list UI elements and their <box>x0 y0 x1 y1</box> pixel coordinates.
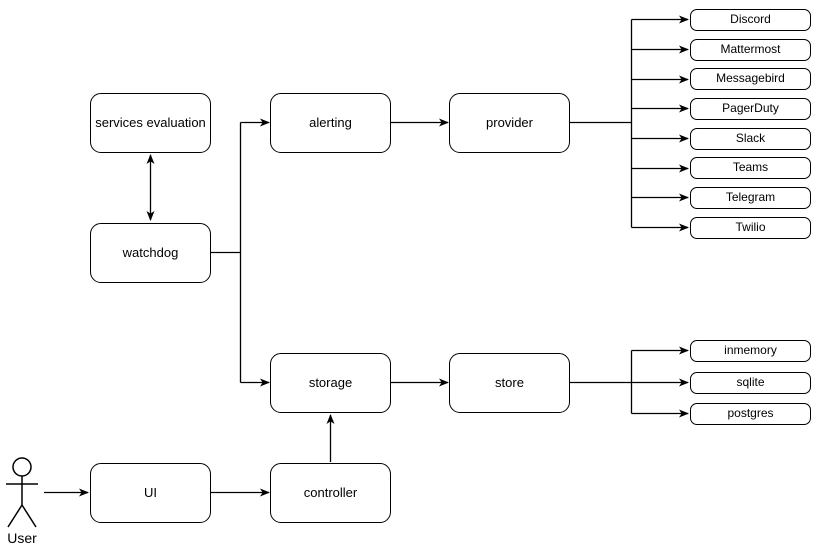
node-provider-teams-label: Teams <box>732 160 769 175</box>
node-store-postgres-label: postgres <box>727 406 774 421</box>
node-storage[interactable]: storage <box>270 353 391 413</box>
node-provider-discord[interactable]: Discord <box>690 9 811 31</box>
node-provider-pagerduty[interactable]: PagerDuty <box>690 98 811 120</box>
node-store-sqlite-label: sqlite <box>736 375 765 390</box>
node-provider-telegram[interactable]: Telegram <box>690 187 811 209</box>
node-provider-slack-label: Slack <box>735 131 766 146</box>
node-provider-label: provider <box>486 114 533 130</box>
node-ui-label: UI <box>144 484 157 500</box>
node-provider-messagebird[interactable]: Messagebird <box>690 68 811 90</box>
node-provider-twilio-label: Twilio <box>735 220 766 235</box>
node-provider-twilio[interactable]: Twilio <box>690 217 811 239</box>
node-controller[interactable]: controller <box>270 463 391 523</box>
user-actor-icon <box>6 457 38 528</box>
node-alerting[interactable]: alerting <box>270 93 391 153</box>
node-services-evaluation-label: services evaluation <box>95 114 206 130</box>
node-controller-label: controller <box>303 484 358 500</box>
node-alerting-label: alerting <box>309 114 352 130</box>
node-provider-slack[interactable]: Slack <box>690 128 811 150</box>
node-store-inmemory[interactable]: inmemory <box>690 340 811 362</box>
node-provider-pagerduty-label: PagerDuty <box>722 101 779 116</box>
node-provider[interactable]: provider <box>449 93 570 153</box>
node-store[interactable]: store <box>449 353 570 413</box>
node-store-postgres[interactable]: postgres <box>690 403 811 425</box>
node-ui[interactable]: UI <box>90 463 211 523</box>
node-services-evaluation[interactable]: services evaluation <box>90 93 211 153</box>
node-provider-teams[interactable]: Teams <box>690 157 811 179</box>
node-watchdog[interactable]: watchdog <box>90 223 211 283</box>
node-storage-label: storage <box>308 374 353 390</box>
node-watchdog-label: watchdog <box>122 244 179 260</box>
node-provider-mattermost[interactable]: Mattermost <box>690 39 811 61</box>
node-store-label: store <box>495 374 524 390</box>
node-store-inmemory-label: inmemory <box>724 343 777 358</box>
node-store-sqlite[interactable]: sqlite <box>690 372 811 394</box>
node-provider-mattermost-label: Mattermost <box>720 42 781 57</box>
node-provider-discord-label: Discord <box>730 12 771 27</box>
node-provider-telegram-label: Telegram <box>725 190 776 205</box>
user-actor-label: User <box>7 530 37 546</box>
node-provider-messagebird-label: Messagebird <box>716 71 785 86</box>
